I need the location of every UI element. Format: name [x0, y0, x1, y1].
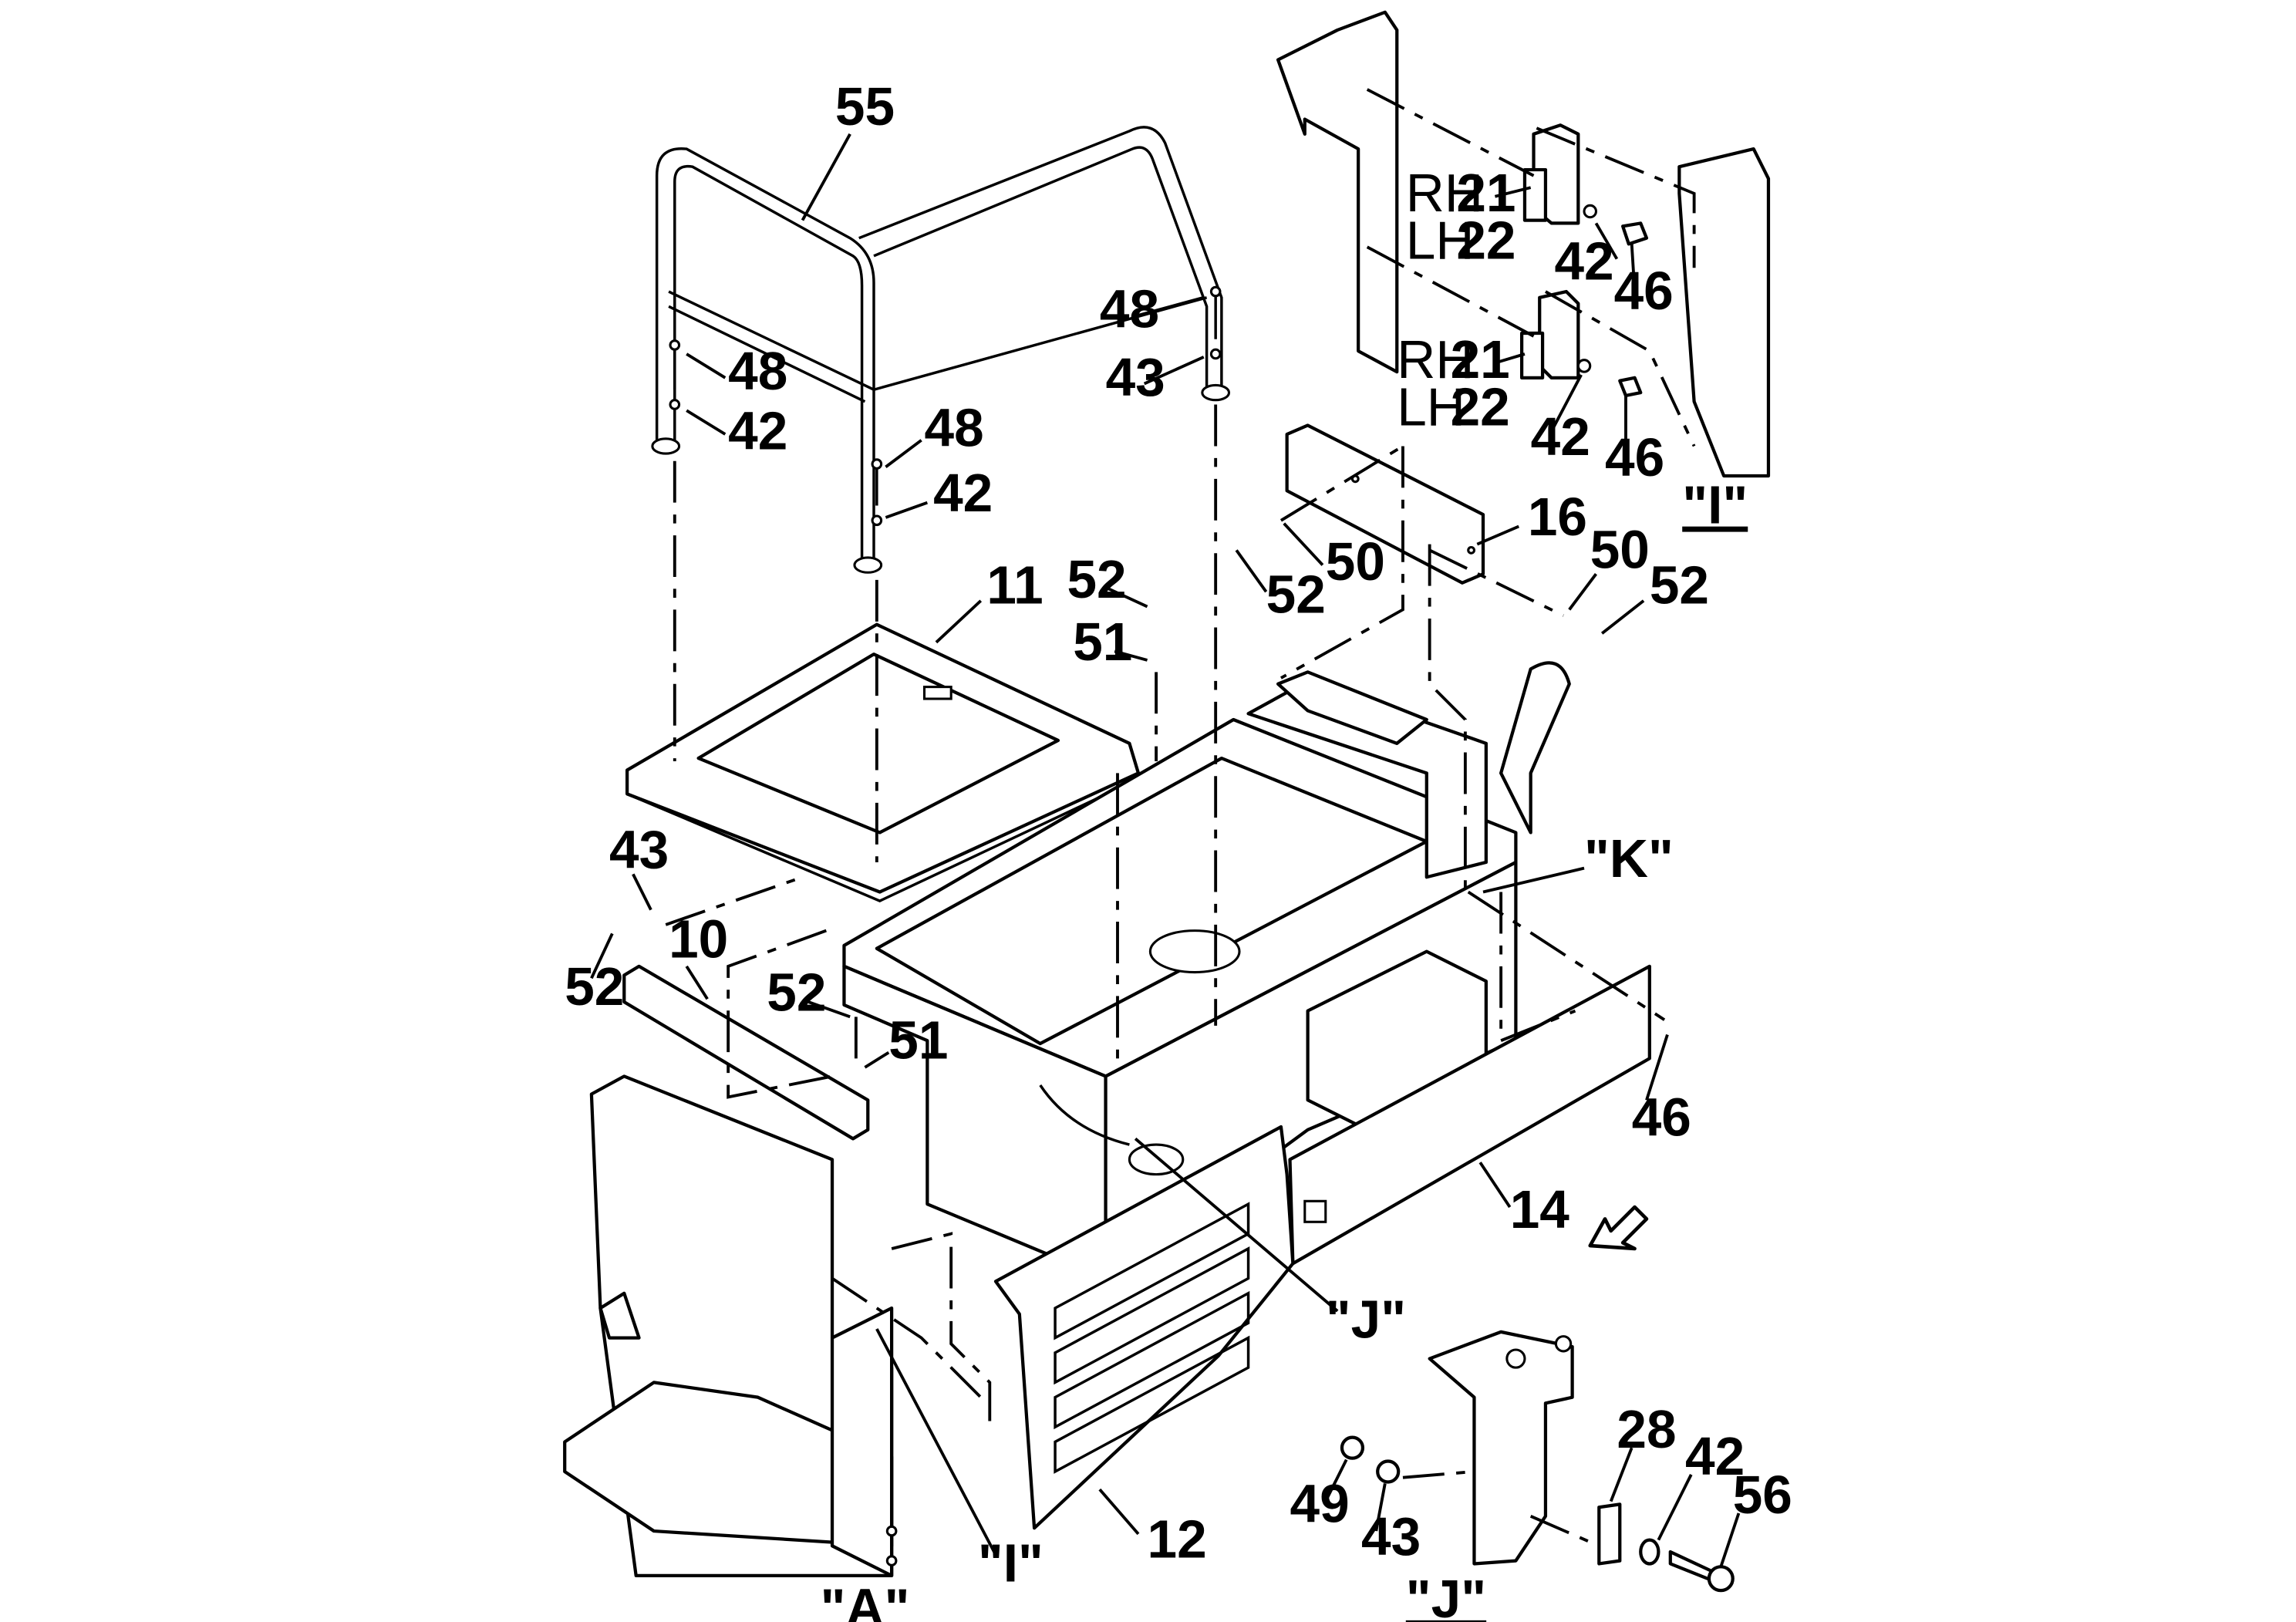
- part-label: 46: [1614, 261, 1674, 321]
- side-label-rh: RH: [1406, 163, 1483, 223]
- detail-reference-i: "I": [978, 1533, 1043, 1593]
- part-label: 16: [1528, 487, 1587, 547]
- part-label: 42: [1685, 1426, 1745, 1486]
- part-label: 48: [1100, 278, 1159, 339]
- view-title-i: "I": [1682, 475, 1748, 535]
- part-label: 12: [1148, 1509, 1207, 1570]
- roll-bar-bolts: [669, 285, 1222, 527]
- roll-bar-guard: [651, 126, 1231, 574]
- part-label: 42: [1531, 406, 1590, 467]
- part-label: 46: [1632, 1088, 1691, 1148]
- detail-reference-k: "K": [1584, 828, 1674, 889]
- view-title-underlines: [1421, 528, 1707, 1622]
- view-title-a: "A": [821, 1577, 910, 1622]
- part-label: 10: [669, 909, 728, 969]
- part-label: 55: [835, 76, 895, 137]
- part-label: 21: [1451, 329, 1510, 389]
- part-label: 21: [1456, 163, 1515, 223]
- bracket-panel-10: [622, 964, 870, 1141]
- part-label: 22: [1451, 376, 1510, 437]
- detail-references: "K" "J" "I": [978, 828, 1674, 1593]
- part-label: 43: [609, 820, 669, 880]
- part-label: 52: [1266, 564, 1326, 624]
- side-labels: RH LH RH LH: [1397, 163, 1483, 437]
- part-label: 52: [1650, 555, 1709, 615]
- part-label: 49: [1290, 1474, 1350, 1534]
- part-number-labels: 55 48 42 48 42 48 43 11 52 51 16 50 52 5…: [565, 76, 1792, 1569]
- part-label: 50: [1590, 519, 1650, 579]
- view-titles: "A" "I" "J": [821, 475, 1748, 1622]
- part-label: 42: [1554, 231, 1613, 292]
- phantom-lines: [665, 88, 1696, 1548]
- side-label-lh: LH: [1406, 211, 1475, 271]
- part-label: 48: [728, 341, 787, 401]
- left-side-cover: [563, 1074, 898, 1577]
- part-label: 52: [1067, 549, 1126, 609]
- part-label: 51: [1073, 612, 1132, 672]
- part-label: 51: [888, 1010, 948, 1070]
- part-label: 56: [1733, 1465, 1792, 1525]
- part-label: 42: [933, 463, 993, 523]
- part-label: 42: [728, 400, 787, 460]
- part-label: 43: [1361, 1506, 1421, 1566]
- bracket-16: [1285, 423, 1485, 585]
- detail-reference-j: "J": [1326, 1290, 1406, 1350]
- part-label: 48: [925, 397, 984, 457]
- detail-i-hinges: [1276, 10, 1771, 478]
- side-label-lh: LH: [1397, 376, 1465, 437]
- leader-lines: [590, 133, 1741, 1567]
- part-label: 11: [986, 555, 1043, 615]
- view-title-j: "J": [1406, 1569, 1486, 1622]
- part-label: 22: [1456, 211, 1515, 271]
- part-label: 14: [1510, 1179, 1570, 1239]
- direction-arrow-icon: [1588, 1205, 1649, 1251]
- main-frame: [842, 661, 1571, 1280]
- part-label: 28: [1617, 1399, 1676, 1459]
- part-label: 46: [1605, 427, 1664, 487]
- side-label-rh: RH: [1397, 329, 1474, 389]
- part-label: 52: [565, 956, 624, 1017]
- part-label: 52: [767, 963, 826, 1023]
- part-label: 50: [1326, 531, 1385, 592]
- part-label: 43: [1106, 347, 1165, 407]
